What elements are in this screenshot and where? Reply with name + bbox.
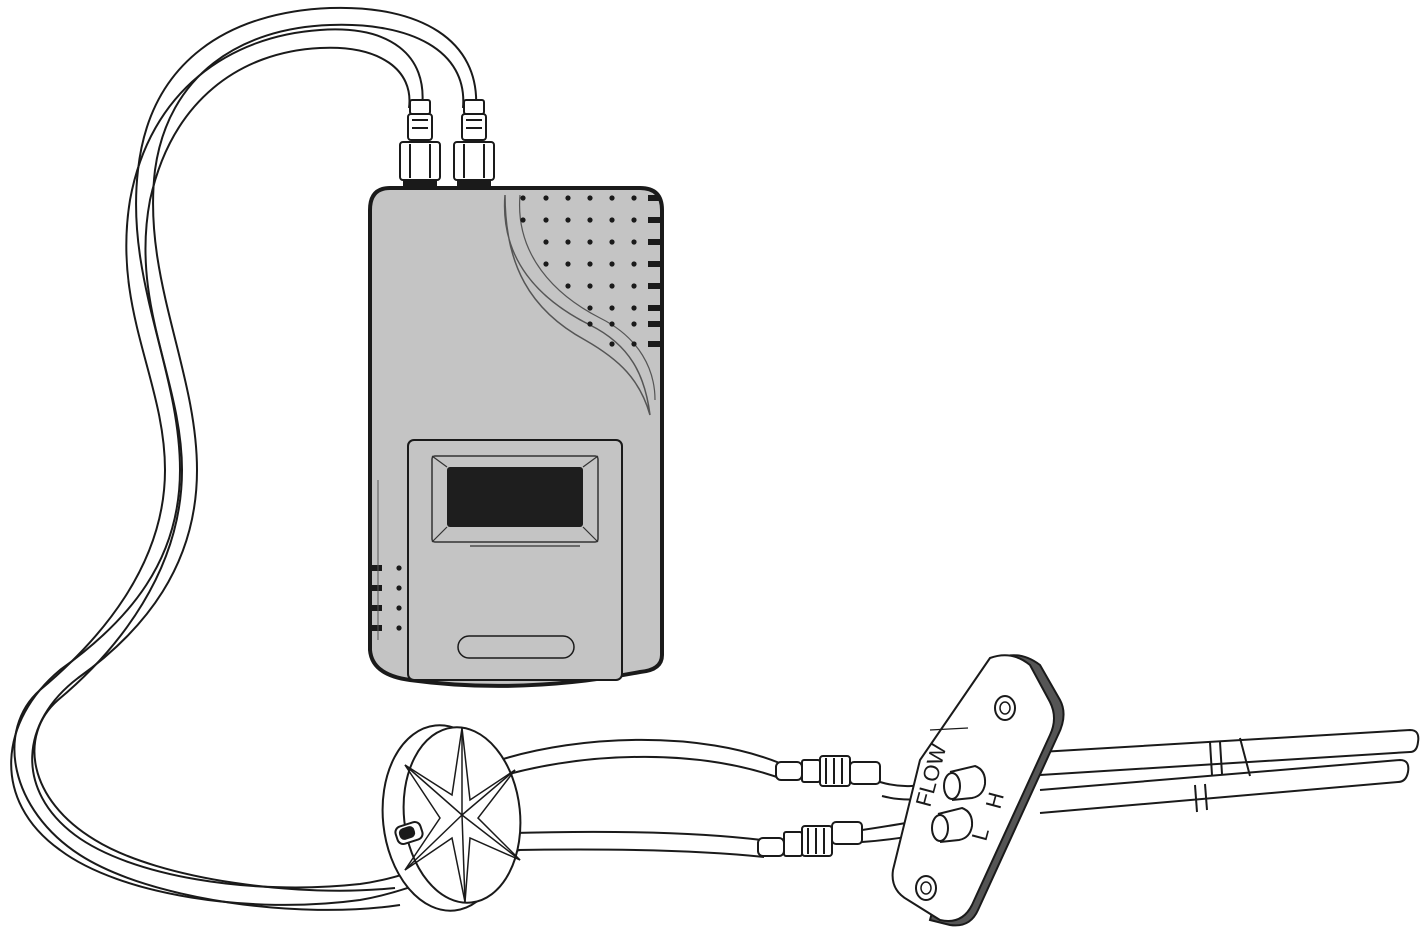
side-vent-slot — [370, 565, 382, 571]
vent-hole — [631, 305, 637, 311]
vent-hole — [565, 195, 571, 201]
port-low — [931, 806, 974, 843]
vent-hole — [631, 283, 637, 289]
vent-slot — [648, 321, 660, 327]
vent-hole — [631, 239, 637, 245]
tube-c — [499, 738, 786, 781]
side-vent-grille — [370, 565, 402, 631]
vent-slot — [648, 283, 660, 289]
port-high-label: H — [981, 789, 1009, 811]
vent-hole — [587, 217, 593, 223]
tubing-group — [10, 6, 956, 911]
pressure-transmitter — [368, 186, 664, 688]
vent-hole — [609, 217, 615, 223]
tube-a — [10, 6, 521, 906]
vent-hole — [543, 195, 549, 201]
vent-slot — [648, 195, 660, 201]
filter-star — [404, 727, 521, 903]
vent-hole — [587, 283, 593, 289]
compression-fitting-right — [453, 99, 495, 191]
vent-hole — [565, 239, 571, 245]
vent-hole — [520, 195, 526, 201]
vent-hole — [631, 217, 637, 223]
display-bezel — [431, 455, 599, 543]
housing-swoosh — [503, 194, 651, 416]
vent-hole — [565, 283, 571, 289]
vent-hole — [609, 195, 615, 201]
side-vent-slot — [370, 625, 382, 631]
vent-hole — [520, 217, 526, 223]
side-vent-hole — [396, 565, 402, 571]
vent-hole — [609, 321, 615, 327]
pitot-probe-rods — [1039, 728, 1420, 814]
vent-slot — [648, 261, 660, 267]
tube-fitting-upper — [775, 755, 881, 787]
vent-hole — [543, 239, 549, 245]
tube-fitting-lower — [757, 821, 863, 857]
port-high — [943, 764, 987, 801]
side-vent-slot — [370, 585, 382, 591]
vent-grille — [520, 195, 660, 347]
vent-hole — [609, 341, 615, 347]
vent-hole — [631, 321, 637, 327]
vent-hole — [565, 261, 571, 267]
label-slot — [457, 635, 575, 659]
tube-b — [13, 28, 424, 911]
vent-slot — [648, 239, 660, 245]
side-vent-hole — [396, 585, 402, 591]
vent-hole — [609, 305, 615, 311]
vent-slot — [648, 305, 660, 311]
vent-hole — [587, 321, 593, 327]
vent-hole — [631, 261, 637, 267]
vent-hole — [587, 305, 593, 311]
vent-hole — [587, 261, 593, 267]
vent-hole — [631, 195, 637, 201]
vent-hole — [631, 341, 637, 347]
lcd-screen — [447, 467, 583, 527]
vent-hole — [543, 217, 549, 223]
pitot-flow-probe: FLOW H L — [891, 654, 1065, 927]
filter-nozzle — [394, 820, 424, 846]
filter-disc — [381, 724, 522, 912]
side-vent-slot — [370, 605, 382, 611]
vent-hole — [609, 261, 615, 267]
vent-hole — [609, 283, 615, 289]
side-vent-hole — [396, 625, 402, 631]
vent-slot — [648, 341, 660, 347]
side-vent-hole — [396, 605, 402, 611]
vent-hole — [543, 261, 549, 267]
vent-slot — [648, 217, 660, 223]
compression-fitting-left — [399, 99, 441, 191]
vent-hole — [565, 217, 571, 223]
vent-hole — [609, 239, 615, 245]
vent-hole — [587, 239, 593, 245]
vent-hole — [587, 195, 593, 201]
